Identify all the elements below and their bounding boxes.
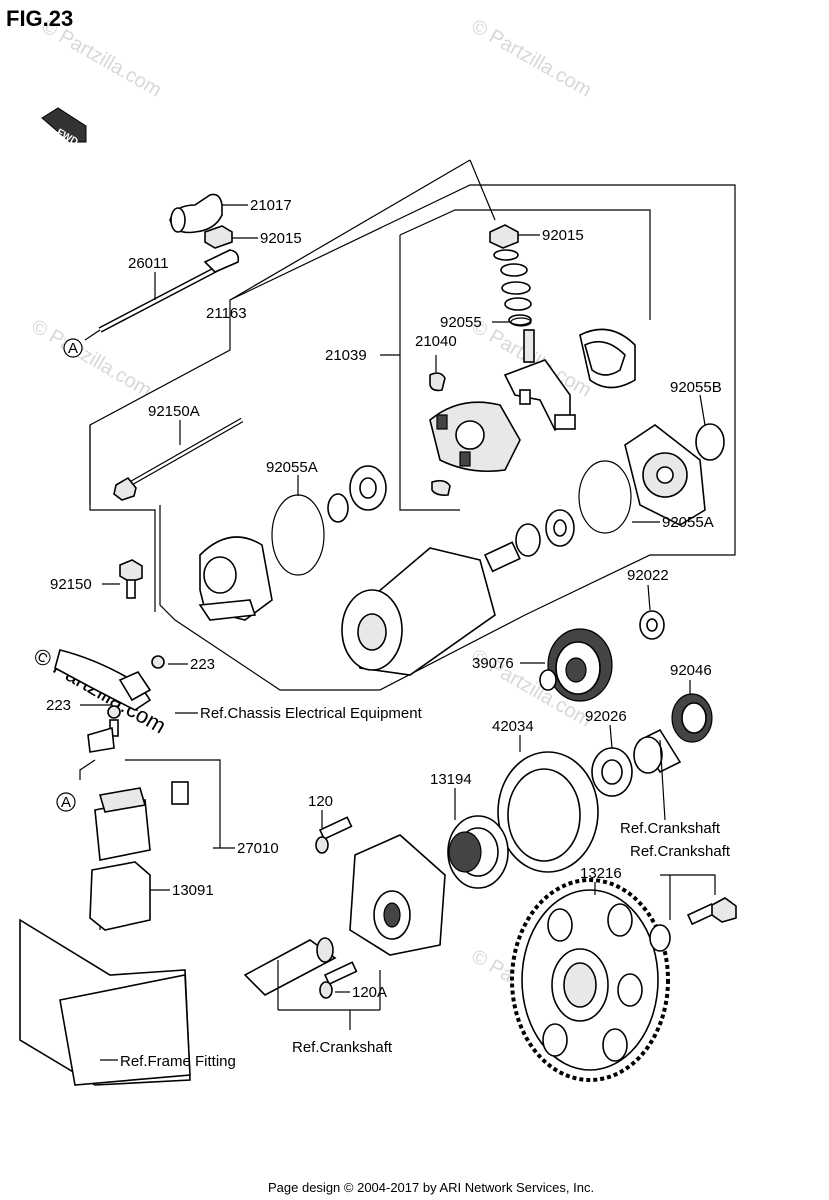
part-92055A-left-oring (271, 494, 325, 576)
label-120A: 120A (352, 984, 387, 1001)
part-92055-oring (510, 317, 532, 327)
part-92150A-bolt (113, 417, 244, 501)
marker-label: A (61, 794, 71, 811)
label-92150: 92150 (50, 576, 92, 593)
label-223-left: 223 (46, 697, 71, 714)
part-120A-bolt (319, 961, 358, 999)
part-92015-stack (489, 224, 532, 326)
part-21039-brush-holder (503, 329, 576, 432)
ref-crankshaft-3: Ref.Crankshaft (292, 1039, 393, 1056)
part-21017 (169, 193, 223, 234)
part-front-cover (198, 536, 273, 621)
label-223-top: 223 (190, 656, 215, 673)
watermark: © Partzilla.com (28, 315, 156, 401)
part-13194-clutch (447, 815, 509, 889)
part-sleeve (633, 728, 682, 774)
ref-crankshaft-1: Ref.Crankshaft (620, 820, 721, 837)
group-outlines (89, 159, 736, 691)
fwd-arrow-icon: FWD (41, 107, 87, 148)
label-92055A-right: 92055A (662, 514, 714, 531)
part-bearing-right (515, 509, 575, 557)
label-27010: 27010 (237, 840, 279, 857)
part-92150-bolt (119, 559, 143, 599)
part-120-bolt (315, 816, 353, 854)
page-footer: Page design © 2004-2017 by ARI Network S… (268, 1180, 594, 1195)
part-brush-plate (429, 401, 521, 473)
part-92055B-oring (695, 423, 725, 461)
label-92055: 92055 (440, 314, 482, 331)
part-13216-gear (510, 878, 670, 1082)
part-flywheel-hub (349, 834, 446, 956)
marker-a-top: A (63, 338, 83, 358)
label-21039: 21039 (325, 347, 367, 364)
part-39076-gear (539, 628, 613, 702)
watermark: © Partzilla.com (468, 15, 596, 101)
part-bolt-right (649, 897, 737, 952)
part-bearing-left (327, 465, 387, 523)
label-39076: 39076 (472, 655, 514, 672)
part-92015-nut (204, 225, 233, 249)
label-120: 120 (308, 793, 333, 810)
ref-frame-fitting: Ref.Frame Fitting (120, 1053, 236, 1070)
label-13194: 13194 (430, 771, 472, 788)
label-92015-top: 92015 (542, 227, 584, 244)
label-92046: 92046 (670, 662, 712, 679)
label-92150A: 92150A (148, 403, 200, 420)
part-end-cover (579, 328, 636, 389)
part-42034-housing (497, 751, 599, 873)
ref-crankshaft-2: Ref.Crankshaft (630, 843, 731, 860)
part-92026-washer (591, 747, 633, 797)
label-92055B: 92055B (670, 379, 722, 396)
label-21017: 21017 (250, 197, 292, 214)
marker-label: A (68, 340, 78, 357)
label-92055A-left: 92055A (266, 459, 318, 476)
label-21163: 21163 (206, 305, 247, 322)
part-92046-bearing (671, 693, 713, 743)
ref-chassis-electrical: Ref.Chassis Electrical Equipment (200, 705, 423, 722)
leader-lines (79, 204, 716, 1061)
label-92015-left: 92015 (260, 230, 302, 247)
label-13091: 13091 (172, 882, 214, 899)
part-21040-spring (429, 372, 451, 496)
part-crankshaft (243, 937, 337, 996)
label-21040: 21040 (415, 333, 457, 350)
part-92055A-right-oring (578, 460, 632, 534)
figure-title: FIG.23 (6, 6, 73, 31)
part-electrical (19, 649, 191, 1086)
label-92026: 92026 (585, 708, 627, 725)
marker-a-bottom: A (56, 792, 76, 812)
part-labels: 21017 92015 26011 21163 92015 92055 2103… (46, 197, 722, 1001)
part-92022-washer (639, 610, 665, 640)
part-26011-cable (84, 249, 240, 341)
part-motor-yoke (341, 541, 521, 676)
label-13216: 13216 (580, 865, 622, 882)
ref-labels: Ref.Chassis Electrical Equipment Ref.Cra… (120, 705, 731, 1070)
part-rear-cover (624, 424, 706, 526)
label-92022: 92022 (627, 567, 669, 584)
label-26011: 26011 (128, 255, 169, 272)
label-42034: 42034 (492, 718, 534, 735)
